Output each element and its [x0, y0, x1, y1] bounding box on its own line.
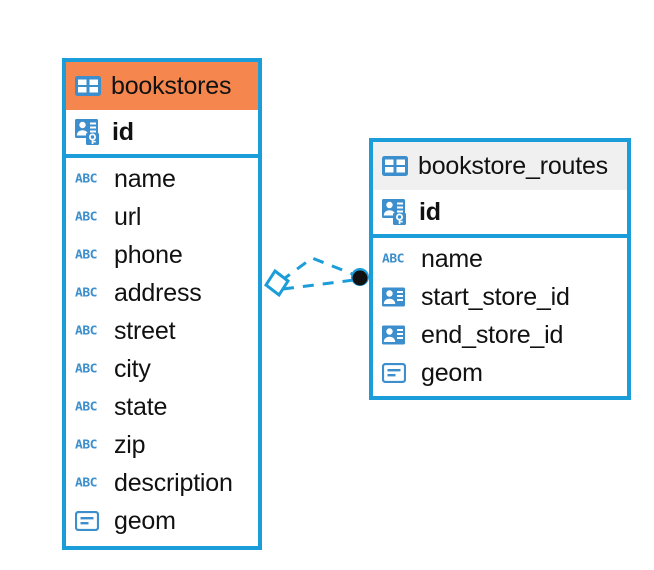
foreign-key-icon — [382, 325, 412, 345]
primary-key-icon — [75, 119, 103, 145]
field-row[interactable]: start_store_id — [373, 278, 627, 316]
entity-header-bookstores[interactable]: bookstores — [66, 62, 258, 110]
field-label: street — [114, 316, 176, 345]
relationship-circle-halo — [351, 268, 369, 286]
entity-table-bookstore-routes[interactable]: bookstore_routes id — [369, 138, 631, 400]
field-row[interactable]: ABC description — [66, 464, 258, 502]
field-label: end_store_id — [421, 320, 564, 349]
entity-primary-key-row-bookstores[interactable]: id — [66, 110, 258, 158]
abc-text-icon: ABC — [75, 286, 97, 300]
field-label: id — [419, 197, 441, 226]
field-label: state — [114, 392, 168, 421]
field-label: phone — [114, 240, 183, 269]
abc-text-icon: ABC — [75, 324, 97, 338]
field-label: name — [114, 164, 176, 193]
field-row[interactable]: ABC name — [373, 240, 627, 278]
field-row[interactable]: geom — [66, 502, 258, 540]
abc-text-icon: ABC — [75, 248, 97, 262]
field-row[interactable]: ABC city — [66, 350, 258, 388]
field-row[interactable]: ABC url — [66, 198, 258, 236]
field-label: start_store_id — [421, 282, 570, 311]
relationship-line-upper — [280, 256, 356, 283]
entity-primary-key-row-bookstore-routes[interactable]: id — [373, 190, 627, 238]
geometry-icon — [382, 363, 412, 383]
table-icon — [75, 75, 101, 97]
foreign-key-icon — [382, 287, 412, 307]
relationship-circle-endpoint — [352, 270, 368, 286]
field-label: name — [421, 244, 483, 273]
entity-title: bookstores — [111, 71, 232, 100]
field-label: address — [114, 278, 202, 307]
field-row[interactable]: ABC address — [66, 274, 258, 312]
abc-text-icon: ABC — [75, 362, 97, 376]
abc-text-icon: ABC — [75, 400, 97, 414]
entity-title: bookstore_routes — [418, 151, 608, 180]
relationship-diamond-endpoint — [263, 268, 291, 298]
field-label: url — [114, 202, 142, 231]
entity-fields-bookstores: ABC name ABC url ABC phone ABC address A… — [66, 158, 258, 544]
field-row[interactable]: end_store_id — [373, 316, 627, 354]
field-row[interactable]: ABC state — [66, 388, 258, 426]
field-label: id — [112, 117, 134, 146]
field-label: geom — [114, 506, 176, 535]
entity-header-bookstore-routes[interactable]: bookstore_routes — [373, 142, 627, 190]
field-row[interactable]: ABC name — [66, 160, 258, 198]
field-label: geom — [421, 358, 483, 387]
field-label: description — [114, 468, 233, 497]
field-row[interactable]: ABC phone — [66, 236, 258, 274]
geometry-icon — [75, 511, 105, 531]
relationship-line-lower — [282, 278, 355, 291]
primary-key-icon — [382, 199, 410, 225]
abc-text-icon: ABC — [75, 210, 97, 224]
table-icon — [382, 155, 408, 177]
abc-text-icon: ABC — [75, 438, 97, 452]
field-row[interactable]: ABC zip — [66, 426, 258, 464]
abc-text-icon: ABC — [75, 172, 97, 186]
abc-text-icon: ABC — [75, 476, 97, 490]
field-row[interactable]: geom — [373, 354, 627, 392]
abc-text-icon: ABC — [382, 252, 404, 266]
field-label: zip — [114, 430, 146, 459]
field-label: city — [114, 354, 151, 383]
field-row[interactable]: ABC street — [66, 312, 258, 350]
entity-table-bookstores[interactable]: bookstores id — [62, 58, 262, 550]
entity-fields-bookstore-routes: ABC name start_store_id — [373, 238, 627, 396]
